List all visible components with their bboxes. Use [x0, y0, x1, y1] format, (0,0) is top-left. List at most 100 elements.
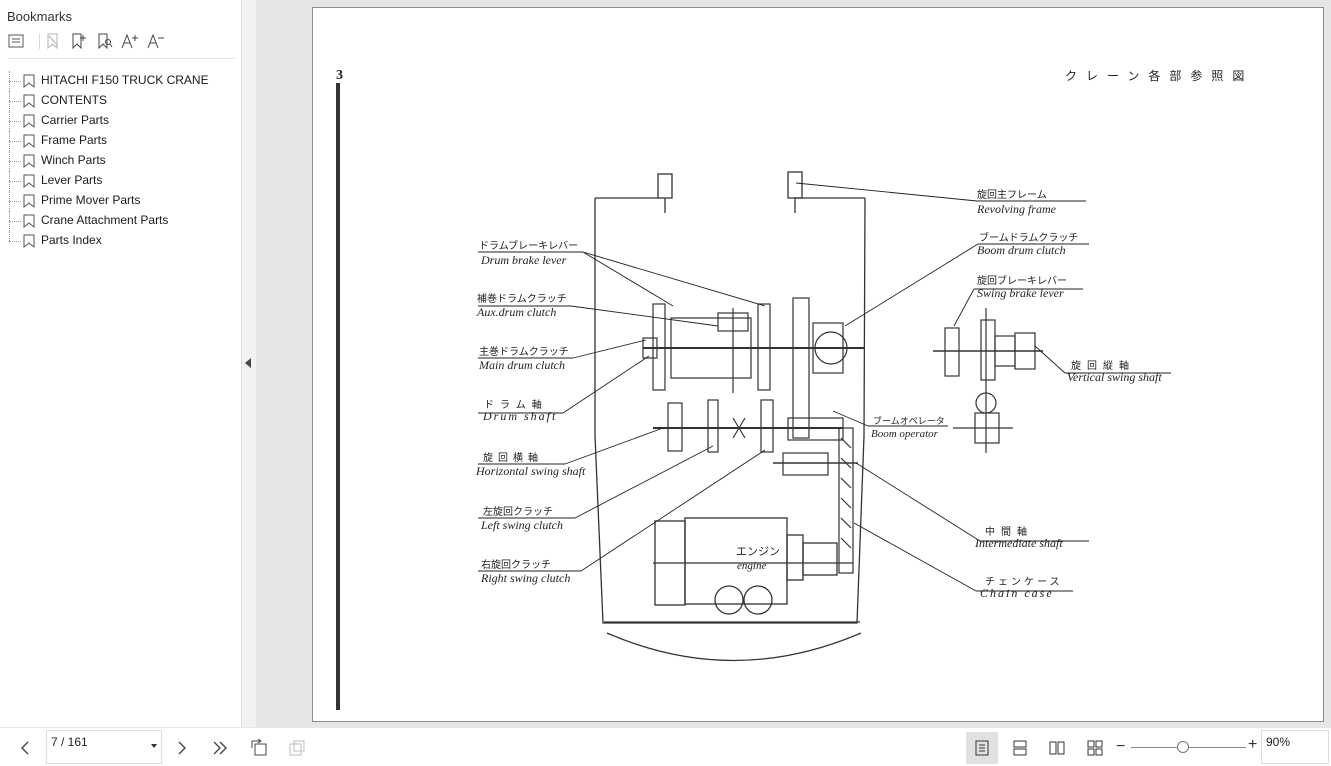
bookmark-label: Frame Parts: [41, 133, 108, 147]
swing-brake-lever-label-jp: 旋回ブレーキレバー: [977, 274, 1067, 287]
horizontal-swing-shaft-label-jp: 旋回横軸: [483, 451, 543, 464]
right-labels: 旋回主フレーム Revolving frame ブームドラムクラッチ Boom …: [871, 188, 1162, 600]
boom-operator-label-jp: ブームオペレータ: [873, 415, 945, 427]
bottom-toolbar: 7 / 161 − + 90%: [0, 727, 1331, 766]
bookmark-label: CONTENTS: [41, 93, 107, 107]
right-swing-clutch-label: Right swing clutch: [480, 571, 570, 585]
swing-brake-lever-label: Swing brake lever: [977, 286, 1064, 300]
left-labels: ドラムブレーキレバー Drum brake lever 補巻ドラムクラッチ Au…: [475, 239, 586, 585]
main-drum-clutch-label-jp: 主巻ドラムクラッチ: [479, 346, 569, 358]
next-page-icon[interactable]: [171, 737, 193, 759]
callout-leaders: [478, 182, 1171, 592]
engine-block: [653, 517, 853, 615]
page-number-select[interactable]: 7 / 161: [46, 730, 162, 764]
bookmark-label: HITACHI F150 TRUCK CRANE: [41, 73, 209, 87]
bookmark-icon: [23, 214, 35, 228]
bookmark-label: Carrier Parts: [41, 113, 110, 127]
bookmark-label: Lever Parts: [41, 173, 103, 187]
aux-drum-clutch-label-jp: 補巻ドラムクラッチ: [477, 292, 567, 305]
go-back-icon[interactable]: [248, 737, 270, 759]
chain-case-label: Chain case: [980, 586, 1054, 600]
bookmarks-panel: Bookmarks HITACHI F150 TRUCK CRANE: [0, 0, 241, 727]
bookmark-item[interactable]: Winch Parts: [9, 151, 239, 171]
drum-assembly: [642, 297, 865, 574]
bookmark-item[interactable]: HITACHI F150 TRUCK CRANE: [9, 71, 239, 91]
bookmark-item[interactable]: Carrier Parts: [9, 111, 239, 131]
revolving-frame-label: Revolving frame: [976, 202, 1057, 216]
main-drum-clutch-label: Main drum clutch: [478, 358, 565, 372]
intermediate-shaft-label: Intermediate shaft: [974, 536, 1063, 550]
bookmark-icon: [23, 74, 35, 88]
bookmark-tree: HITACHI F150 TRUCK CRANE CONTENTS Carrie…: [9, 71, 239, 251]
continuous-view-icon[interactable]: [1004, 732, 1036, 764]
right-swing-clutch-label-jp: 右旋回クラッチ: [481, 558, 551, 571]
dropdown-caret-icon[interactable]: [151, 744, 157, 748]
find-bookmark-icon[interactable]: [95, 31, 115, 51]
boom-operator-label: Boom operator: [871, 428, 939, 440]
engine-label: engine: [737, 560, 766, 572]
vertical-swing-shaft-label: Vertical swing shaft: [1067, 370, 1162, 384]
aux-drum-clutch-label: Aux.drum clutch: [476, 305, 556, 319]
zoom-value[interactable]: 90%: [1266, 735, 1291, 749]
two-page-continuous-icon[interactable]: [1079, 732, 1111, 764]
page-marker: 3: [336, 68, 343, 83]
bookmark-item[interactable]: Parts Index: [9, 231, 239, 251]
bookmark-item[interactable]: Prime Mover Parts: [9, 191, 239, 211]
bookmark-label: Parts Index: [41, 233, 102, 247]
crane-diagram: 3 クレーン各部参照図: [336, 68, 1253, 710]
previous-page-icon[interactable]: [14, 737, 36, 759]
drum-shaft-label: Drum shaft: [482, 409, 557, 423]
zoom-slider-thumb[interactable]: [1176, 741, 1189, 753]
document-viewer[interactable]: 3 クレーン各部参照図: [256, 0, 1331, 727]
single-page-view-icon[interactable]: [966, 732, 998, 764]
bookmark-icon: [23, 114, 35, 128]
list-options-icon[interactable]: [6, 31, 26, 51]
intermediate-shaft-label-jp: 中間軸: [985, 525, 1033, 538]
swing-shaft-assembly: [933, 308, 1043, 453]
go-forward-icon[interactable]: [286, 737, 308, 759]
add-bookmark-icon[interactable]: [69, 31, 89, 51]
two-page-view-icon[interactable]: [1041, 732, 1073, 764]
revolving-frame-outline: [594, 171, 866, 662]
bookmark-label: Winch Parts: [41, 153, 106, 167]
bookmark-icon: [23, 194, 35, 208]
left-swing-clutch-label: Left swing clutch: [480, 518, 563, 532]
bookmark-icon: [23, 94, 35, 108]
chain-case-label-jp: チェンケース: [985, 576, 1063, 588]
engine-label-jp: エンジン: [736, 545, 780, 558]
bookmark-icon: [23, 134, 35, 148]
increase-font-icon[interactable]: [120, 31, 140, 51]
horizontal-swing-shaft-label: Horizontal swing shaft: [475, 464, 586, 478]
bookmark-icon: [23, 154, 35, 168]
toolbar-separator: [39, 34, 40, 49]
pdf-page: 3 クレーン各部参照図: [312, 7, 1324, 722]
divider: [8, 58, 235, 59]
bookmark-item[interactable]: Crane Attachment Parts: [9, 211, 239, 231]
bookmark-item[interactable]: Frame Parts: [9, 131, 239, 151]
last-page-icon[interactable]: [209, 737, 231, 759]
revolving-frame-label-jp: 旋回主フレーム: [977, 188, 1047, 201]
decrease-font-icon[interactable]: [146, 31, 166, 51]
bookmark-label: Crane Attachment Parts: [41, 213, 169, 227]
collapse-arrow-icon[interactable]: [245, 358, 251, 368]
bookmark-icon: [23, 174, 35, 188]
page-heading: クレーン各部参照図: [1065, 68, 1253, 83]
bookmark-item[interactable]: CONTENTS: [9, 91, 239, 111]
panel-splitter[interactable]: [241, 0, 256, 727]
zoom-input[interactable]: 90%: [1261, 730, 1329, 764]
left-swing-clutch-label-jp: 左旋回クラッチ: [483, 505, 553, 518]
zoom-out-button[interactable]: −: [1116, 738, 1126, 755]
bookmark-label: Prime Mover Parts: [41, 193, 141, 207]
zoom-in-button[interactable]: +: [1248, 736, 1258, 753]
panel-title: Bookmarks: [7, 9, 73, 24]
drum-shaft-label-jp: ドラム軸: [484, 398, 548, 411]
vertical-swing-shaft-label-jp: 旋回縦軸: [1071, 359, 1135, 372]
boom-drum-clutch-label-jp: ブームドラムクラッチ: [979, 231, 1078, 244]
boom-drum-clutch-label: Boom drum clutch: [977, 243, 1066, 257]
page-indicator[interactable]: 7 / 161: [51, 735, 88, 749]
bookmark-icon: [23, 234, 35, 248]
drum-brake-lever-label-jp: ドラムブレーキレバー: [479, 239, 578, 252]
bookmark-item[interactable]: Lever Parts: [9, 171, 239, 191]
drum-brake-lever-label: Drum brake lever: [480, 253, 567, 267]
delete-bookmark-icon[interactable]: [43, 31, 63, 51]
